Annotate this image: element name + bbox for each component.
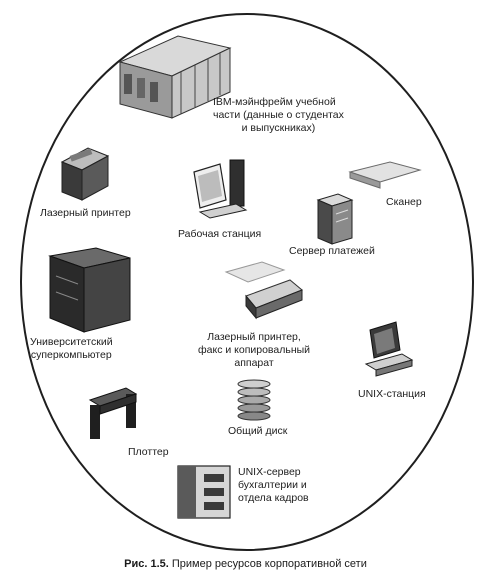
figure-caption: Рис. 1.5. Пример ресурсов корпоративной … (0, 558, 491, 571)
workstation-label: Рабочая станция (178, 228, 262, 240)
laser-printer-fax-copier-label: Лазерный принтер, факс и копировальный а… (198, 331, 310, 370)
mainframe-icon (118, 35, 232, 119)
supercomputer-label: Университетский суперкомпьютер (30, 336, 113, 362)
scanner-icon (348, 161, 422, 189)
workstation-icon (193, 159, 248, 219)
mainframe-label-line-1: IBM-мэйнфрейм учебной (213, 96, 336, 108)
laser-printer-fax-copier-label-line-2: факс и копировальный (198, 344, 311, 356)
figure-number: Рис. 1.5. (124, 558, 169, 570)
mainframe-label-line-2: части (данные о студентах (213, 109, 344, 121)
unix-workstation-icon (364, 321, 414, 377)
unix-server-icon (177, 465, 231, 519)
laser-printer-fax-copier-label-line-1: Лазерный принтер, (207, 331, 301, 343)
unix-server-label-line-3: отдела кадров (238, 492, 309, 504)
supercomputer-label-line-2: суперкомпьютер (30, 349, 112, 361)
supercomputer-label-line-1: Университетский (30, 336, 113, 348)
plotter-label: Плоттер (128, 446, 169, 458)
unix-server-label: UNIX-сервер бухгалтерии и отдела кадров (238, 466, 309, 505)
mainframe-label: IBM-мэйнфрейм учебной части (данные о ст… (213, 96, 344, 135)
payment-server-label: Сервер платежей (289, 245, 375, 257)
payment-server-icon (316, 193, 354, 245)
unix-server-label-line-2: бухгалтерии и (238, 479, 307, 491)
corporate-network-boundary (20, 13, 474, 551)
shared-disk-label: Общий диск (228, 425, 288, 437)
plotter-icon (88, 387, 138, 439)
unix-workstation-label: UNIX-станция (358, 388, 426, 400)
figure-caption-text: Пример ресурсов корпоративной сети (171, 558, 367, 570)
laser-printer-fax-copier-label-line-3: аппарат (234, 357, 274, 369)
laser-printer-label: Лазерный принтер (40, 207, 131, 219)
shared-disk-icon (237, 379, 271, 421)
unix-server-label-line-1: UNIX-сервер (238, 466, 301, 478)
laser-printer-icon (60, 147, 110, 201)
scanner-label: Сканер (386, 196, 422, 208)
supercomputer-icon (48, 247, 131, 333)
laser-printer-fax-copier-icon (224, 261, 303, 320)
mainframe-label-line-3: и выпускниках) (241, 122, 316, 134)
